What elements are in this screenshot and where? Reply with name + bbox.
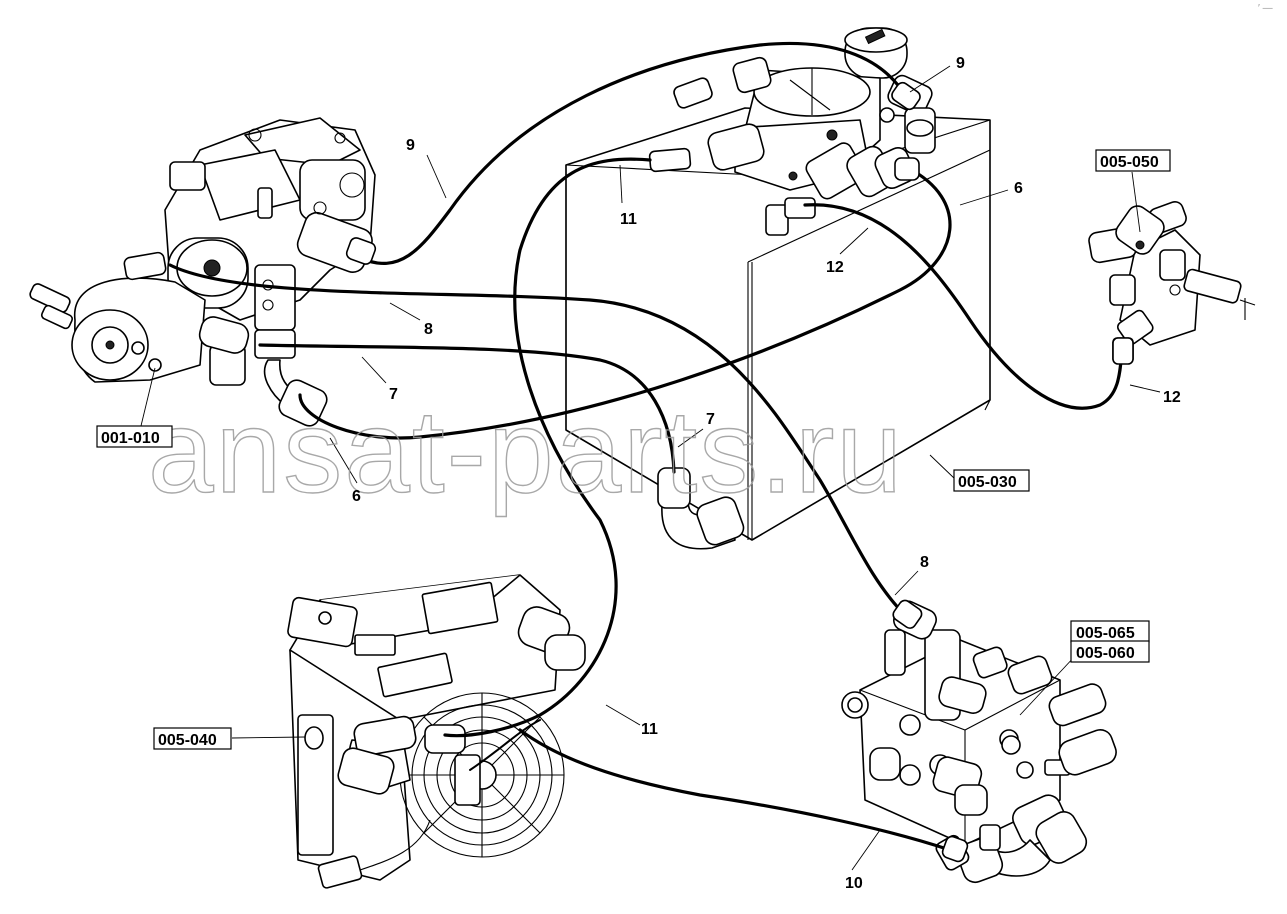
leader-lines <box>139 65 1161 871</box>
callout-11-bottom: 11 <box>641 721 658 738</box>
hydrostatic-pump-assembly <box>29 117 376 427</box>
hose-12 <box>803 203 1124 410</box>
hoses <box>168 41 1124 852</box>
tank-suction-elbow <box>657 467 745 550</box>
corner-mark: ′ — <box>1258 3 1273 14</box>
callout-7-left: 7 <box>389 386 398 403</box>
hose-fittings <box>345 81 1134 863</box>
callout-8-left: 8 <box>424 321 433 338</box>
callout-7-mid: 7 <box>706 411 715 428</box>
hose-6 <box>298 166 952 440</box>
ref-005-030[interactable]: 005-030 <box>958 474 1017 491</box>
hose-7 <box>258 343 676 474</box>
hose-10 <box>518 728 952 852</box>
ref-001-010[interactable]: 001-010 <box>101 430 160 447</box>
callout-11-top: 11 <box>620 211 637 228</box>
oil-cooler-assembly <box>287 574 586 889</box>
hose-9 <box>358 41 907 265</box>
ref-005-050[interactable]: 005-050 <box>1100 154 1159 171</box>
callout-10: 10 <box>845 875 863 892</box>
callout-8-bottom: 8 <box>920 554 929 571</box>
callout-6-right: 6 <box>1014 180 1023 197</box>
callout-12-mid: 12 <box>826 259 844 276</box>
control-valve-assembly <box>841 600 1117 884</box>
hose-8 <box>168 263 907 617</box>
callout-12-right: 12 <box>1163 389 1181 406</box>
ref-005-060[interactable]: 005-060 <box>1076 645 1135 662</box>
ref-005-040[interactable]: 005-040 <box>158 732 217 749</box>
callouts: 9 9 11 6 12 8 7 7 6 12 8 11 10 <box>352 55 1181 892</box>
callout-6-bottom: 6 <box>352 488 361 505</box>
hydraulic-tank <box>565 107 991 541</box>
watermark: ansat-parts.ru <box>148 386 904 518</box>
brake-valve-assembly <box>1088 201 1256 364</box>
ref-005-065[interactable]: 005-065 <box>1076 625 1135 642</box>
callout-9-left: 9 <box>406 137 415 154</box>
reference-labels: 005-050 001-010 005-030 005-065 005-060 … <box>96 149 1171 750</box>
hose-11 <box>443 157 652 738</box>
callout-9-top: 9 <box>956 55 965 72</box>
tank-return-filter <box>648 27 936 236</box>
